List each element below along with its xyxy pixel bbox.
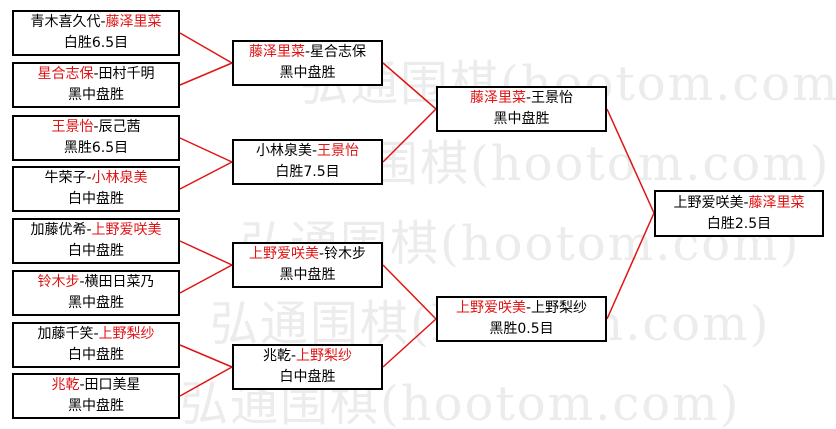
match-result: 黑胜6.5目 xyxy=(63,140,129,156)
match-players: 青木喜久代-藤泽里菜 xyxy=(30,14,162,30)
match-result: 黑中盘胜 xyxy=(68,295,124,311)
player-name-winner: 上野梨纱 xyxy=(296,348,353,364)
player-name: 加藤千笑 xyxy=(37,326,94,342)
player-name-winner: 上野梨纱 xyxy=(98,326,155,342)
player-name: 田口美星 xyxy=(84,377,141,393)
match-result: 白胜6.5目 xyxy=(63,35,129,51)
match-box-final: 上野爱咲美-藤泽里菜 白胜2.5目 xyxy=(654,190,824,237)
player-name-winner: 上野爱咲美 xyxy=(455,300,526,316)
connector-line xyxy=(382,62,437,110)
match-players: 加藤千笑-上野梨纱 xyxy=(37,326,155,342)
match-result: 黑中盘胜 xyxy=(279,65,336,81)
player-name-winner: 铃木步 xyxy=(37,274,80,290)
match-box: 铃木步-横田日菜乃 黑中盘胜 xyxy=(12,270,180,316)
connector-line xyxy=(179,62,233,86)
player-name: 青木喜久代 xyxy=(30,14,101,30)
match-result: 白中盘胜 xyxy=(68,347,124,363)
match-result: 白中盘胜 xyxy=(68,191,124,207)
match-players: 铃木步-横田日菜乃 xyxy=(37,274,155,290)
player-name-winner: 藤泽里菜 xyxy=(469,90,526,106)
player-name-winner: 藤泽里菜 xyxy=(248,44,305,60)
match-players: 藤泽里菜-王景怡 xyxy=(469,90,574,106)
player-name: 横田日菜乃 xyxy=(84,274,155,290)
player-name-winner: 王景怡 xyxy=(317,143,360,159)
connector-line xyxy=(179,264,233,294)
connector-line xyxy=(606,212,655,320)
player-name: 上野爱咲美 xyxy=(673,194,744,211)
player-name-winner: 上野爱咲美 xyxy=(248,246,319,262)
match-players: 牛荣子-小林泉美 xyxy=(44,170,148,186)
connector-line xyxy=(179,32,233,64)
player-name: 小林泉美 xyxy=(255,143,312,159)
match-box: 星合志保-田村千明 黑中盘胜 xyxy=(12,62,180,108)
connector-line xyxy=(179,344,233,368)
connector-line xyxy=(382,318,437,368)
match-players: 王景怡-辰己茜 xyxy=(51,119,141,135)
match-result: 黑中盘胜 xyxy=(279,267,336,283)
match-players: 兆乾-上野梨纱 xyxy=(262,348,353,364)
match-players: 上野爱咲美-藤泽里菜 xyxy=(673,194,805,211)
match-box: 加藤优希-上野爱咲美 白中盘胜 xyxy=(12,218,180,264)
player-name-winner: 上野爱咲美 xyxy=(91,222,162,238)
match-box: 加藤千笑-上野梨纱 白中盘胜 xyxy=(12,322,180,368)
player-name: 辰己茜 xyxy=(98,119,141,135)
match-result: 白中盘胜 xyxy=(279,369,336,385)
player-name: 王景怡 xyxy=(531,90,574,106)
player-name: 星合志保 xyxy=(310,44,367,60)
connector-line xyxy=(179,137,233,163)
player-name-winner: 星合志保 xyxy=(37,66,94,82)
player-name: 兆乾 xyxy=(262,348,291,364)
player-name: 上野梨纱 xyxy=(531,300,588,316)
match-players: 兆乾-田口美星 xyxy=(51,377,141,393)
match-players: 加藤优希-上野爱咲美 xyxy=(30,222,162,238)
match-result: 黑中盘胜 xyxy=(68,87,124,103)
match-players: 上野爱咲美-铃木步 xyxy=(248,246,367,262)
match-players: 藤泽里菜-星合志保 xyxy=(248,44,367,60)
match-players: 小林泉美-王景怡 xyxy=(255,143,360,159)
connector-line xyxy=(382,108,437,163)
match-result: 黑中盘胜 xyxy=(493,111,550,127)
player-name-winner: 兆乾 xyxy=(51,377,80,393)
match-box: 上野爱咲美-上野梨纱 黑胜0.5目 xyxy=(436,296,607,342)
player-name: 牛荣子 xyxy=(44,170,87,186)
match-result: 白胜7.5目 xyxy=(275,164,340,180)
connector-line xyxy=(179,161,233,190)
match-result: 黑中盘胜 xyxy=(68,398,124,414)
connector-line xyxy=(179,240,233,266)
match-box: 兆乾-上野梨纱 白中盘胜 xyxy=(232,344,383,390)
match-box: 小林泉美-王景怡 白胜7.5目 xyxy=(232,139,383,185)
player-name-winner: 藤泽里菜 xyxy=(748,194,805,211)
match-players: 上野爱咲美-上野梨纱 xyxy=(455,300,588,316)
player-name: 田村千明 xyxy=(98,66,155,82)
match-box: 上野爱咲美-铃木步 黑中盘胜 xyxy=(232,242,383,288)
match-box: 牛荣子-小林泉美 白中盘胜 xyxy=(12,166,180,212)
match-box: 青木喜久代-藤泽里菜 白胜6.5目 xyxy=(12,10,180,56)
player-name-winner: 王景怡 xyxy=(51,119,94,135)
match-result: 白胜2.5目 xyxy=(706,215,772,232)
match-box: 藤泽里菜-星合志保 黑中盘胜 xyxy=(232,40,383,86)
match-players: 星合志保-田村千明 xyxy=(37,66,155,82)
player-name-winner: 藤泽里菜 xyxy=(105,14,162,30)
match-box: 藤泽里菜-王景怡 黑中盘胜 xyxy=(436,86,607,132)
player-name-winner: 小林泉美 xyxy=(91,170,148,186)
connector-line xyxy=(606,108,655,214)
connector-line xyxy=(382,264,437,320)
match-result: 白中盘胜 xyxy=(68,243,124,259)
connector-line xyxy=(179,366,233,397)
match-box: 王景怡-辰己茜 黑胜6.5目 xyxy=(12,115,180,161)
match-box: 兆乾-田口美星 黑中盘胜 xyxy=(12,373,180,419)
player-name: 加藤优希 xyxy=(30,222,87,238)
match-result: 黑胜0.5目 xyxy=(489,321,554,337)
player-name: 铃木步 xyxy=(324,246,367,262)
